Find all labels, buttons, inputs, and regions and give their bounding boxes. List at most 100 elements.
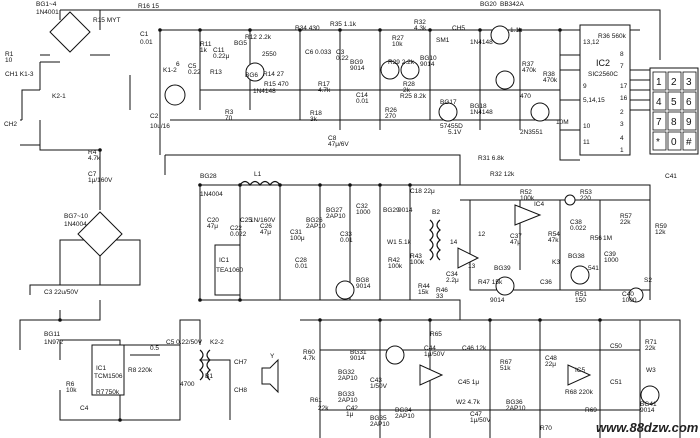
lbl-r26v: 270 xyxy=(385,113,396,120)
lbl-c18: C18 22μ xyxy=(410,188,435,195)
lbl-c26v: 47μ xyxy=(260,229,271,236)
key-4-label: 4 xyxy=(656,97,662,108)
lbl-bg9: BG9 xyxy=(350,59,363,66)
lbl-r65: R65 xyxy=(430,331,442,338)
lbl-c32v: 1000 xyxy=(356,209,371,216)
lbl-c51: C51 xyxy=(610,379,622,386)
lbl-r70: R70 xyxy=(540,425,552,432)
key-7 xyxy=(652,111,667,131)
lbl-ic2p7: 11 xyxy=(583,139,590,146)
lbl-c25v: 1N/160V xyxy=(250,217,276,224)
lbl-w1: W1 5.1k xyxy=(387,239,412,246)
lbl-r32b: R32 12k xyxy=(490,171,515,178)
lbl-w2: W2 4.7k xyxy=(456,399,481,406)
lbl-ic2p2: 8 xyxy=(620,51,624,58)
lbl-r59v: 12k xyxy=(655,229,666,236)
lbl-ic1: IC1 xyxy=(219,257,230,264)
lbl-bg29: BG29 xyxy=(383,207,400,214)
transistor-bg20 xyxy=(490,25,510,45)
lbl-ic2p1: 13,12 xyxy=(583,39,600,46)
lbl-c20: C20 xyxy=(207,217,219,224)
lbl-bg28: BG28 xyxy=(200,173,217,180)
lbl-r39v: 470 xyxy=(520,93,531,100)
opamp-mid xyxy=(419,364,444,386)
lbl-r53v: 220 xyxy=(580,195,591,202)
lbl-c1: C1 xyxy=(140,31,149,38)
lbl-c2v: 10u/16 xyxy=(150,123,170,130)
lbl-bg27v: 2AP10 xyxy=(326,213,346,220)
lbl-ch2: CH2 xyxy=(4,121,17,128)
relay-k3 xyxy=(564,194,576,206)
transistor-bg13 xyxy=(438,102,458,122)
ic5-opamp xyxy=(567,364,592,386)
lbl-bg8v: 9014 xyxy=(356,283,371,290)
lbl-r69: R69 xyxy=(585,407,597,414)
lbl-pin14: 14 xyxy=(450,239,458,246)
lbl-c36: C36 xyxy=(540,279,552,286)
lbl-c2: C2 xyxy=(150,113,159,120)
lbl-c20v: 47μ xyxy=(207,223,218,230)
lbl-y: Y xyxy=(270,353,275,360)
lbl-r71v: 22k xyxy=(645,345,656,352)
lbl-k3: K3 xyxy=(552,259,560,266)
lbl-r29: R29 2.2k xyxy=(388,59,415,66)
lbl-bg32: BG32 xyxy=(338,369,355,376)
lbl-r54v: 47k xyxy=(548,237,559,244)
lbl-r55v: 541 xyxy=(588,265,599,272)
ic4-opamp xyxy=(514,204,542,226)
lbl-r57v: 22k xyxy=(620,219,631,226)
lbl-c8: C8 xyxy=(328,135,337,142)
lbl-r44: R44 xyxy=(418,283,430,290)
lbl-r60: R60 xyxy=(303,349,315,356)
lbl-r53: R53 xyxy=(580,189,592,196)
key-2 xyxy=(667,71,682,91)
lbl-r18v: 3k xyxy=(310,116,318,123)
switch-s2 xyxy=(628,287,644,303)
lbl-r4: R4 xyxy=(88,149,97,156)
key-1 xyxy=(652,71,667,91)
transistor-bg39 xyxy=(495,276,515,296)
lbl-c25: C25 xyxy=(240,217,252,224)
lbl-r6v: 10k xyxy=(66,387,77,394)
lbl-r33v: 1.1k xyxy=(510,27,523,34)
lbl-ch1k: CH1 K1-3 xyxy=(5,71,34,78)
lbl-ic5: IC5 xyxy=(575,367,586,374)
ic2-box xyxy=(579,24,631,156)
lbl-bg17b: 5.1V xyxy=(448,129,462,136)
lbl-r67: R67 xyxy=(500,359,512,366)
lbl-k1-2: K1-2 xyxy=(163,67,177,74)
lbl-r14: R14 27 xyxy=(263,71,284,78)
junctions xyxy=(58,28,602,422)
lbl-r68: R68 220k xyxy=(565,389,594,396)
lbl-c43v: 1/50V xyxy=(370,383,388,390)
lbl-c39v: 1000 xyxy=(604,257,619,264)
lbl-r43: R43 xyxy=(410,253,422,260)
lbl-c28: C28 xyxy=(295,257,307,264)
lbl-bg14v: 1N4148 xyxy=(470,39,493,46)
lbl-r32: R32 xyxy=(414,19,426,26)
lbl-ic2v: SIC2560C xyxy=(588,71,618,78)
lbl-r27: R27 xyxy=(392,35,404,42)
lbl-r44v: 15k xyxy=(418,289,429,296)
lbl-r32v: 4.3k xyxy=(414,25,427,32)
lbl-c8v: 47μ/6V xyxy=(328,141,349,148)
lbl-c34v: 2.2μ xyxy=(446,277,459,284)
lbl-bg26: BG26 xyxy=(306,217,323,224)
lbl-pin13: 13 xyxy=(468,263,476,270)
lbl-c40: C40 xyxy=(622,291,634,298)
lbl-c22v: 0.022 xyxy=(230,231,247,238)
key-6-label: 6 xyxy=(686,97,692,108)
lbl-r16: R16 15 xyxy=(138,3,159,10)
lbl-b1: B1 xyxy=(205,373,213,380)
transistor-bg41 xyxy=(640,385,660,405)
lbl-r46v: 33 xyxy=(436,293,444,300)
lbl-bg32v: 2AP10 xyxy=(338,375,358,382)
lbl-l1: L1 xyxy=(254,171,262,178)
lbl-sm1: SM1 xyxy=(436,37,450,44)
lbl-r51: R51 xyxy=(575,291,587,298)
transformer-b2-coil2 xyxy=(436,219,441,261)
lbl-bg31: BG31 xyxy=(350,349,367,356)
lbl-c39: C39 xyxy=(604,251,616,258)
lbl-c5v: 0.22 xyxy=(188,69,201,76)
lbl-r51v: 150 xyxy=(575,297,586,304)
